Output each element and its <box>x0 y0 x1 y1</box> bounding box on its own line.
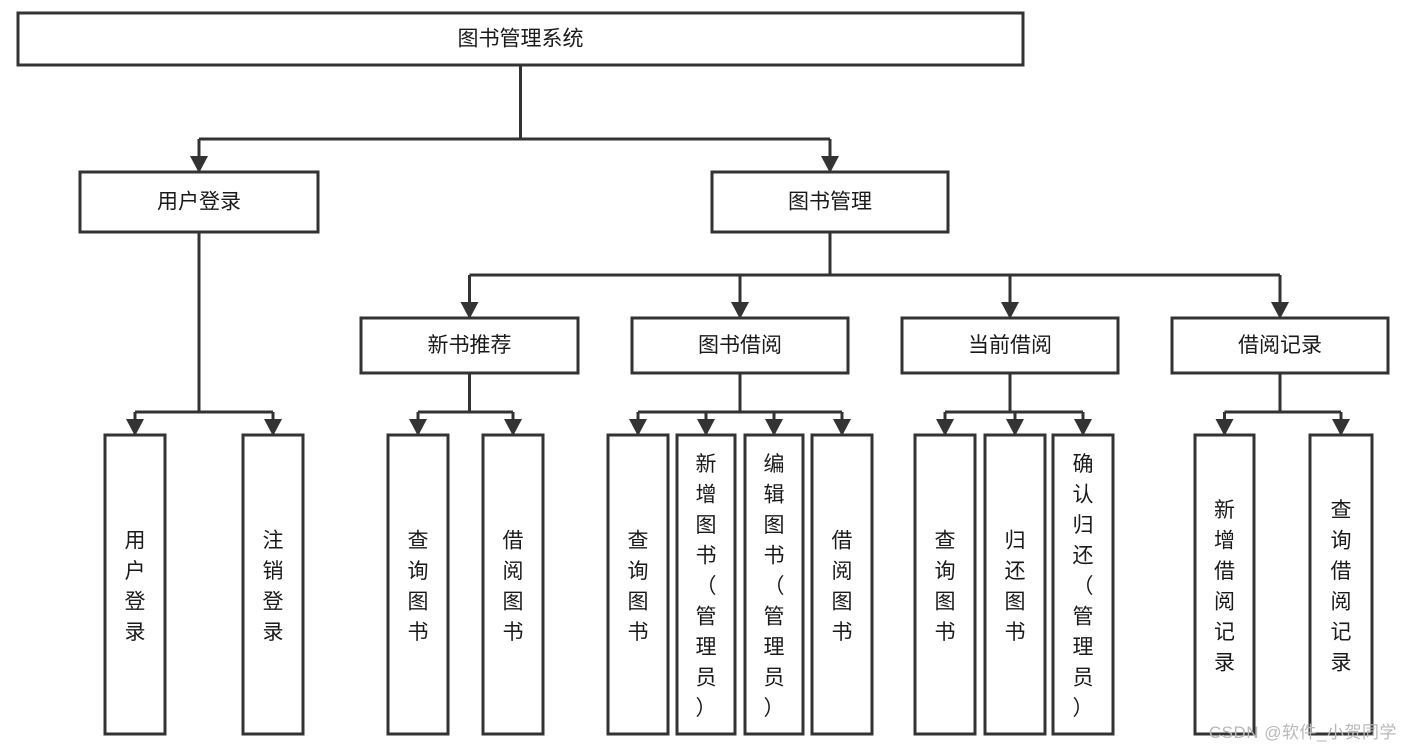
node-label: 当前借阅 <box>968 334 1052 357</box>
node-user-login[interactable]: 用户登录 <box>78 170 320 234</box>
node-book-manage[interactable]: 图书管理 <box>710 170 950 234</box>
node-leaf-query-book-2[interactable]: 查询图书 <box>606 433 670 736</box>
node-label: 图书借阅 <box>698 334 782 357</box>
node-borrow-records[interactable]: 借阅记录 <box>1170 316 1390 375</box>
node-box <box>710 170 950 234</box>
node-label: 确认归还（管理员） <box>1073 453 1094 720</box>
node-label: 查询借阅记录 <box>1331 499 1352 675</box>
node-box <box>1170 316 1390 375</box>
arrow-head-icon <box>936 419 954 436</box>
node-label: 查询图书 <box>628 529 649 644</box>
node-label: 查询图书 <box>935 529 956 644</box>
node-leaf-query-book-3[interactable]: 查询图书 <box>913 433 977 736</box>
node-leaf-edit-book[interactable]: 编辑图书（管理员） <box>743 433 805 736</box>
arrow-head-icon <box>821 156 839 173</box>
node-label: 借阅图书 <box>503 529 524 644</box>
node-box <box>241 433 305 736</box>
node-box <box>606 433 670 736</box>
arrow-head-icon <box>504 419 522 436</box>
node-leaf-add-book[interactable]: 新增图书（管理员） <box>675 433 737 736</box>
arrow-head-icon <box>1006 419 1024 436</box>
arrow-head-icon <box>190 156 208 173</box>
arrow-head-icon <box>460 302 479 319</box>
node-box <box>1308 433 1374 736</box>
node-label: 新书推荐 <box>428 334 512 357</box>
node-box <box>1051 433 1115 736</box>
node-leaf-logout[interactable]: 注销登录 <box>241 433 305 736</box>
node-label: 图书管理系统 <box>458 28 584 51</box>
node-label: 图书管理 <box>788 191 872 214</box>
node-label: 新增借阅记录 <box>1214 499 1235 675</box>
arrow-head-icon <box>126 419 144 436</box>
node-leaf-confirm-return[interactable]: 确认归还（管理员） <box>1051 433 1115 736</box>
node-label: 借阅记录 <box>1238 334 1322 357</box>
node-label: 用户登录 <box>125 529 146 644</box>
arrow-head-icon <box>1215 419 1234 436</box>
node-leaf-return-book[interactable]: 归还图书 <box>983 433 1047 736</box>
arrow-head-icon <box>1074 419 1092 436</box>
node-leaf-user-login[interactable]: 用户登录 <box>103 433 167 736</box>
node-book-borrow[interactable]: 图书借阅 <box>630 316 850 375</box>
node-label: 查询图书 <box>408 529 429 644</box>
node-leaf-query-book-1[interactable]: 查询图书 <box>386 433 450 736</box>
arrow-head-icon <box>1001 302 1019 319</box>
node-box <box>78 170 320 234</box>
node-box <box>481 433 545 736</box>
arrow-head-icon <box>629 419 647 436</box>
node-box <box>983 433 1047 736</box>
node-box <box>1193 433 1256 736</box>
node-new-book-recommend[interactable]: 新书推荐 <box>359 316 580 375</box>
arrow-head-icon <box>409 419 427 436</box>
node-leaf-add-record[interactable]: 新增借阅记录 <box>1193 433 1256 736</box>
node-box <box>675 433 737 736</box>
node-box <box>359 316 580 375</box>
arrow-head-icon <box>731 302 749 319</box>
node-box <box>103 433 167 736</box>
arrow-head-icon <box>1271 302 1289 319</box>
node-box <box>810 433 874 736</box>
arrow-head-icon <box>264 419 282 436</box>
node-box <box>386 433 450 736</box>
node-leaf-borrow-book-2[interactable]: 借阅图书 <box>810 433 874 736</box>
node-label: 用户登录 <box>157 191 241 214</box>
node-label: 新增图书（管理员） <box>696 453 717 720</box>
arrow-head-icon <box>1332 419 1350 436</box>
node-box <box>913 433 977 736</box>
arrow-head-icon <box>765 419 783 436</box>
arrow-head-icon <box>697 419 715 436</box>
node-label: 归还图书 <box>1005 529 1026 644</box>
node-boxes-layer: 图书管理系统用户登录图书管理新书推荐图书借阅当前借阅借阅记录用户登录注销登录查询… <box>16 11 1390 736</box>
node-box <box>900 316 1120 375</box>
arrow-head-icon <box>833 419 851 436</box>
node-leaf-borrow-book-1[interactable]: 借阅图书 <box>481 433 545 736</box>
node-box <box>630 316 850 375</box>
node-current-borrow[interactable]: 当前借阅 <box>900 316 1120 375</box>
node-label: 编辑图书（管理员） <box>764 453 785 720</box>
node-box <box>743 433 805 736</box>
connector-lines-layer <box>126 65 1350 436</box>
node-label: 注销登录 <box>263 529 284 644</box>
node-leaf-query-record[interactable]: 查询借阅记录 <box>1308 433 1374 736</box>
node-box <box>16 11 1025 67</box>
node-root[interactable]: 图书管理系统 <box>16 11 1025 67</box>
node-label: 借阅图书 <box>832 529 853 644</box>
